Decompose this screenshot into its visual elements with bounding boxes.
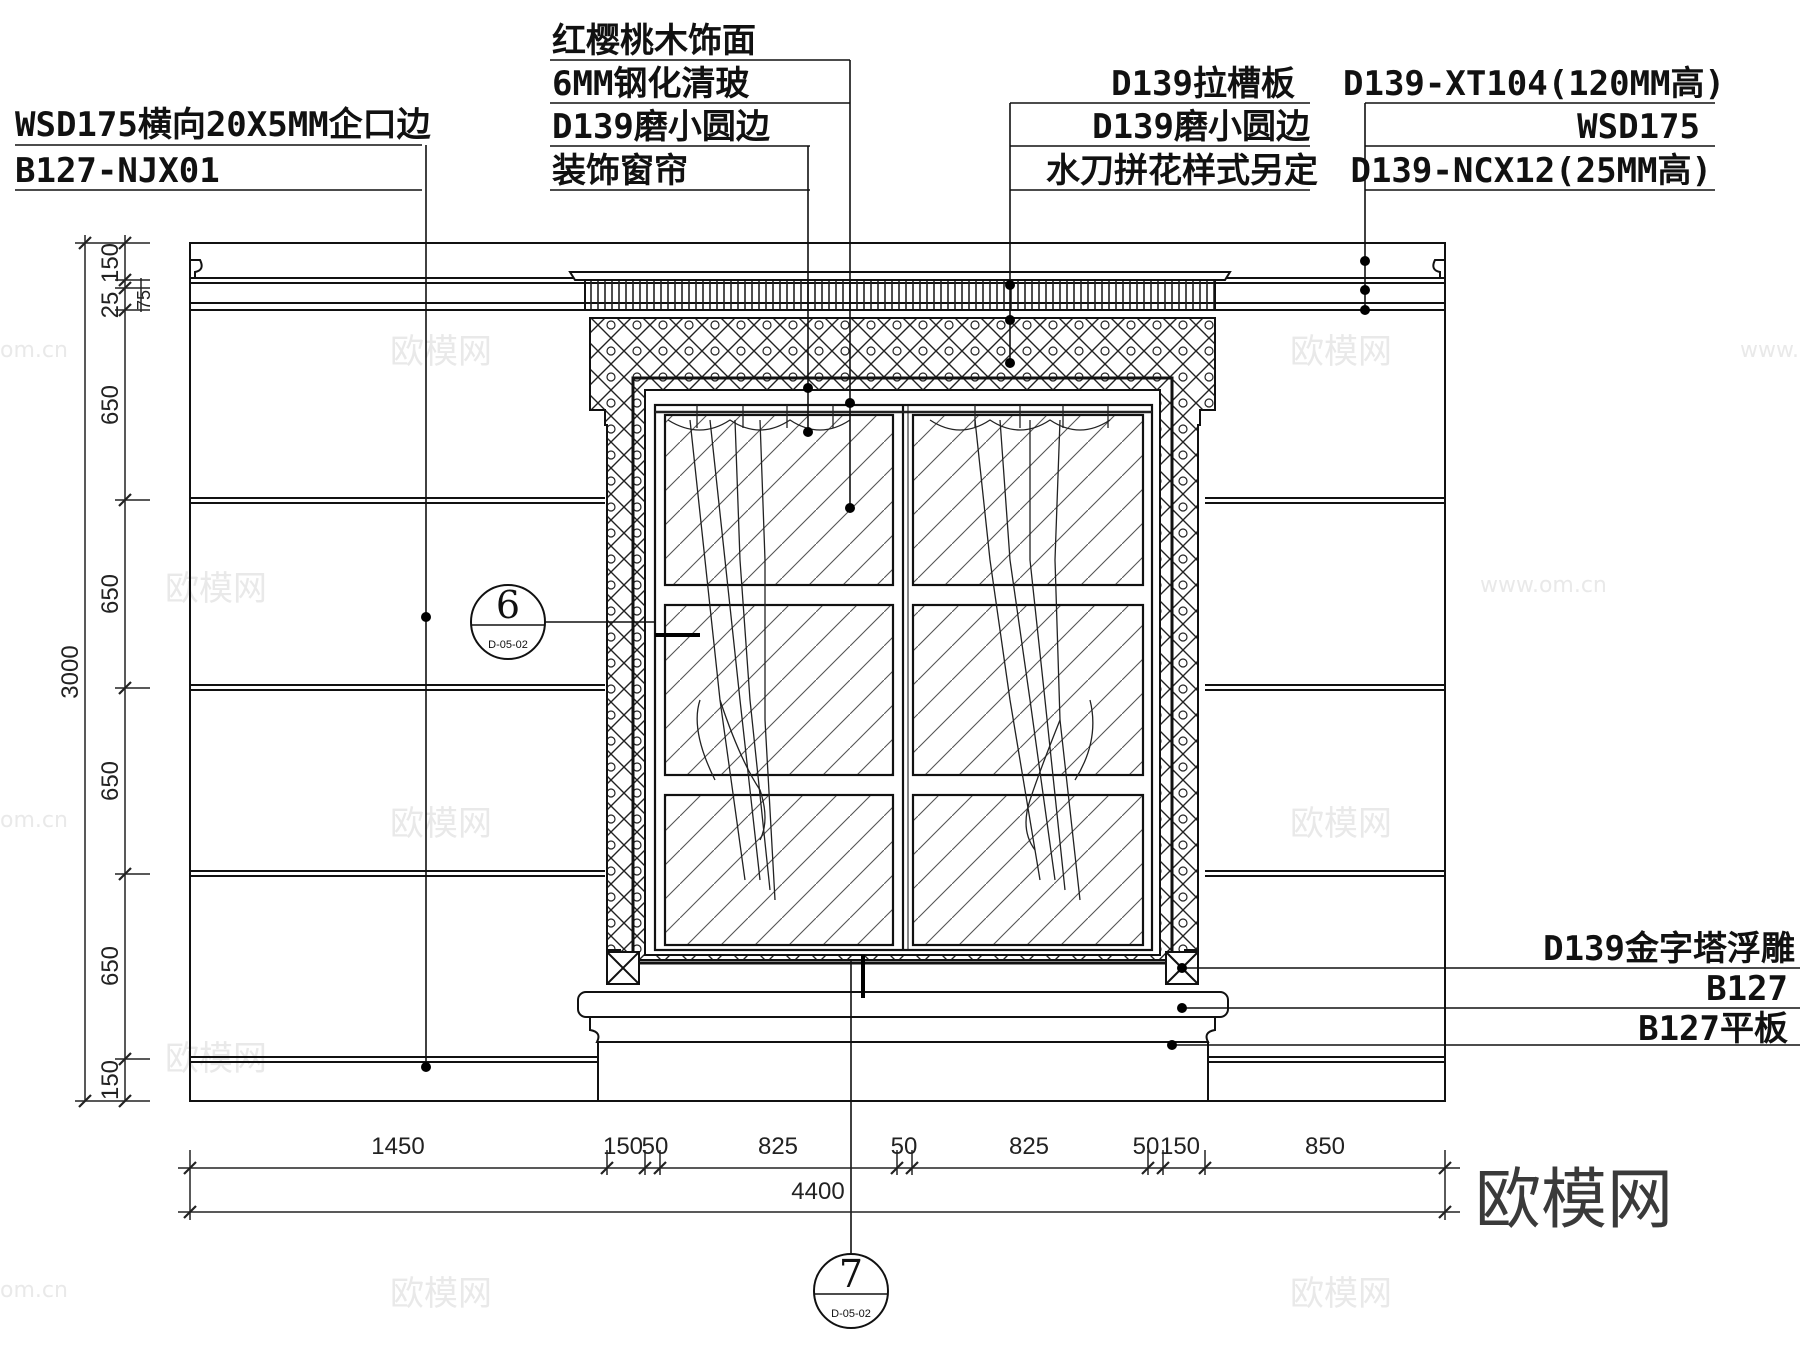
dimension-text: 50 bbox=[891, 1133, 918, 1160]
watermark-text: 欧模网 bbox=[165, 1039, 267, 1079]
section-number: 6 bbox=[496, 583, 520, 627]
section-sheet: D-05-02 bbox=[831, 1308, 871, 1320]
watermark-text: 欧模网 bbox=[390, 332, 492, 372]
watermark-text: 欧模网 bbox=[1290, 1274, 1392, 1314]
dimension-text: 150 bbox=[97, 1060, 124, 1100]
watermark-url: www.om.cn bbox=[1740, 338, 1800, 363]
vertical-dimension-chain bbox=[75, 235, 150, 1108]
callout-label: B127-NJX01 bbox=[15, 151, 220, 191]
watermark-text: 欧模网 bbox=[1290, 804, 1392, 844]
dimension-text: 650 bbox=[97, 385, 124, 425]
dimension-text: 50 bbox=[1133, 1133, 1160, 1160]
callout-label: WSD175 bbox=[1577, 107, 1700, 147]
dimension-text: 150 bbox=[603, 1133, 643, 1160]
watermark-text: 欧模网 bbox=[390, 804, 492, 844]
leader-lines bbox=[15, 59, 1800, 1280]
horizontal-dimension-labels: 1450 150 50 825 50 825 50 150 850 4400 bbox=[371, 1133, 1345, 1205]
dimension-total: 4400 bbox=[791, 1178, 844, 1205]
callout-label: WSD175横向20X5MM企口边 bbox=[15, 105, 431, 145]
callout-label: 红樱桃木饰面 bbox=[552, 21, 756, 61]
section-marker-6: 6 D-05-02 bbox=[470, 583, 546, 660]
dimension-text: 650 bbox=[97, 761, 124, 801]
callout-label: D139磨小圆边 bbox=[1092, 107, 1310, 147]
panel-joint-lines bbox=[190, 497, 1445, 1063]
dimension-text: 650 bbox=[97, 946, 124, 986]
dimension-text: 1450 bbox=[371, 1133, 424, 1160]
dimension-text: 25 bbox=[97, 292, 124, 319]
vertical-dimension-labels: 150 25 75 650 650 650 650 150 3000 bbox=[57, 243, 154, 1100]
window-sash bbox=[653, 403, 1154, 952]
decorative-curtain bbox=[655, 405, 1152, 901]
section-number: 7 bbox=[839, 1252, 863, 1296]
section-sheet: D-05-02 bbox=[488, 639, 528, 651]
watermark-text: 欧模网 bbox=[165, 569, 267, 609]
callout-label: B127平板 bbox=[1638, 1009, 1788, 1049]
callout-label: 水刀拼花样式另定 bbox=[1046, 151, 1318, 191]
callout-label: D139-XT104(120MM高) bbox=[1343, 64, 1725, 104]
watermark-text: 欧模网 bbox=[390, 1274, 492, 1314]
watermark-text: 欧模网 bbox=[1290, 332, 1392, 372]
dimension-text: 75 bbox=[134, 290, 154, 310]
callouts: WSD175横向20X5MM企口边 B127-NJX01 红樱桃木饰面 6MM钢… bbox=[15, 21, 1795, 1049]
dimension-text: 650 bbox=[97, 574, 124, 614]
callout-label: 6MM钢化清玻 bbox=[552, 64, 749, 104]
dimension-text: 850 bbox=[1305, 1133, 1345, 1160]
watermark-url: om.cn bbox=[0, 808, 68, 833]
watermark-url: www.om.cn bbox=[1480, 573, 1607, 598]
watermark-url: om.cn bbox=[0, 1278, 68, 1303]
horizontal-dimension-chain bbox=[178, 1150, 1460, 1220]
watermark-url: om.cn bbox=[0, 338, 68, 363]
curtain-ring bbox=[696, 405, 1109, 428]
callout-label: B127 bbox=[1706, 969, 1788, 1009]
dimension-text: 825 bbox=[758, 1133, 798, 1160]
section-cut-mark bbox=[655, 633, 865, 998]
callout-label: D139-NCX12(25MM高) bbox=[1350, 151, 1712, 191]
dimension-text: 150 bbox=[1160, 1133, 1200, 1160]
brand-logo-text: 欧模网 bbox=[1475, 1161, 1673, 1238]
leader-dot bbox=[421, 256, 1370, 1072]
callout-label: D139磨小圆边 bbox=[552, 107, 770, 147]
callout-label: 装饰窗帘 bbox=[552, 151, 688, 191]
dimension-text: 825 bbox=[1009, 1133, 1049, 1160]
dimension-total: 3000 bbox=[57, 645, 84, 698]
section-marker-7: 7 D-05-02 bbox=[813, 1252, 889, 1329]
callout-label: D139拉槽板 bbox=[1111, 64, 1295, 104]
callout-label: D139金字塔浮雕 bbox=[1543, 929, 1795, 969]
glass-pane bbox=[663, 413, 1145, 947]
dimension-text: 50 bbox=[642, 1133, 669, 1160]
dimension-text: 150 bbox=[97, 243, 124, 283]
